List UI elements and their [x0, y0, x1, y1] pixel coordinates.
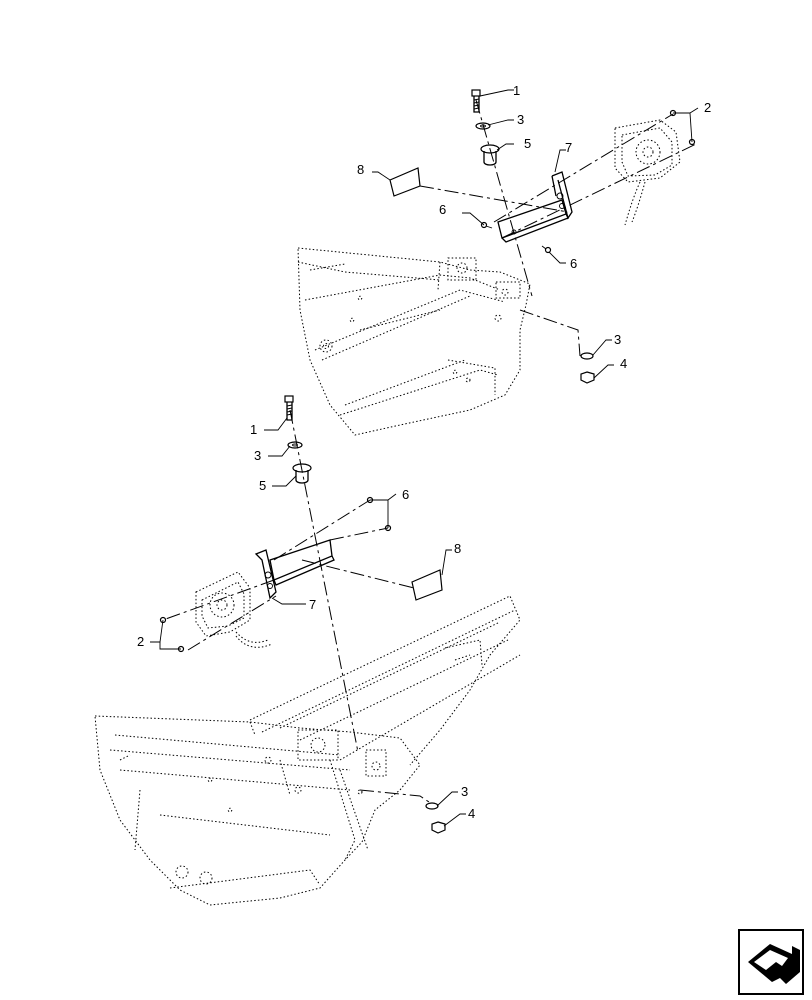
upper-assembly: 1 2 3 5 7 8 6 6 3 4 [297, 83, 711, 436]
upper-callout-6b: 6 [570, 256, 577, 271]
lower-callout-3a: 3 [254, 448, 261, 463]
lower-bracket [254, 539, 335, 600]
lower-bolt [284, 395, 294, 421]
next-page-arrow-icon[interactable] [738, 929, 804, 995]
upper-callout-8: 8 [357, 162, 364, 177]
upper-callout-6a: 6 [439, 202, 446, 217]
upper-callout-3b: 3 [614, 332, 621, 347]
upper-bushing [480, 144, 500, 166]
upper-decal [389, 167, 421, 197]
upper-lamp [614, 119, 681, 226]
upper-nut-washer [580, 352, 595, 384]
lower-lamp [195, 571, 273, 648]
lower-callout-5: 5 [259, 478, 266, 493]
upper-bracket [497, 171, 573, 243]
upper-phantom-lines [419, 99, 697, 357]
upper-leaders [372, 89, 699, 379]
lower-callout-1: 1 [250, 422, 257, 437]
upper-callout-7: 7 [565, 140, 572, 155]
lower-callout-3b: 3 [461, 784, 468, 799]
upper-callout-5: 5 [524, 136, 531, 151]
lower-header-frame [94, 595, 521, 906]
lower-washer [287, 441, 303, 449]
lower-screws [159, 496, 392, 653]
lower-callout-2: 2 [137, 634, 144, 649]
upper-callout-2: 2 [704, 100, 711, 115]
lower-assembly: 1 3 5 6 8 7 2 3 4 [94, 395, 521, 906]
lower-bushing [292, 463, 312, 484]
lower-callout-4: 4 [468, 806, 475, 821]
lower-callout-8: 8 [454, 541, 461, 556]
upper-callout-1: 1 [513, 83, 520, 98]
lower-decal [411, 569, 443, 601]
upper-callout-4: 4 [620, 356, 627, 371]
upper-header-frame [297, 247, 531, 436]
lower-callout-6: 6 [402, 487, 409, 502]
lower-phantom-lines [162, 409, 433, 805]
lower-leaders [150, 417, 466, 827]
lower-nut-washer [425, 802, 446, 834]
upper-callout-3a: 3 [517, 112, 524, 127]
lower-callout-7: 7 [309, 597, 316, 612]
